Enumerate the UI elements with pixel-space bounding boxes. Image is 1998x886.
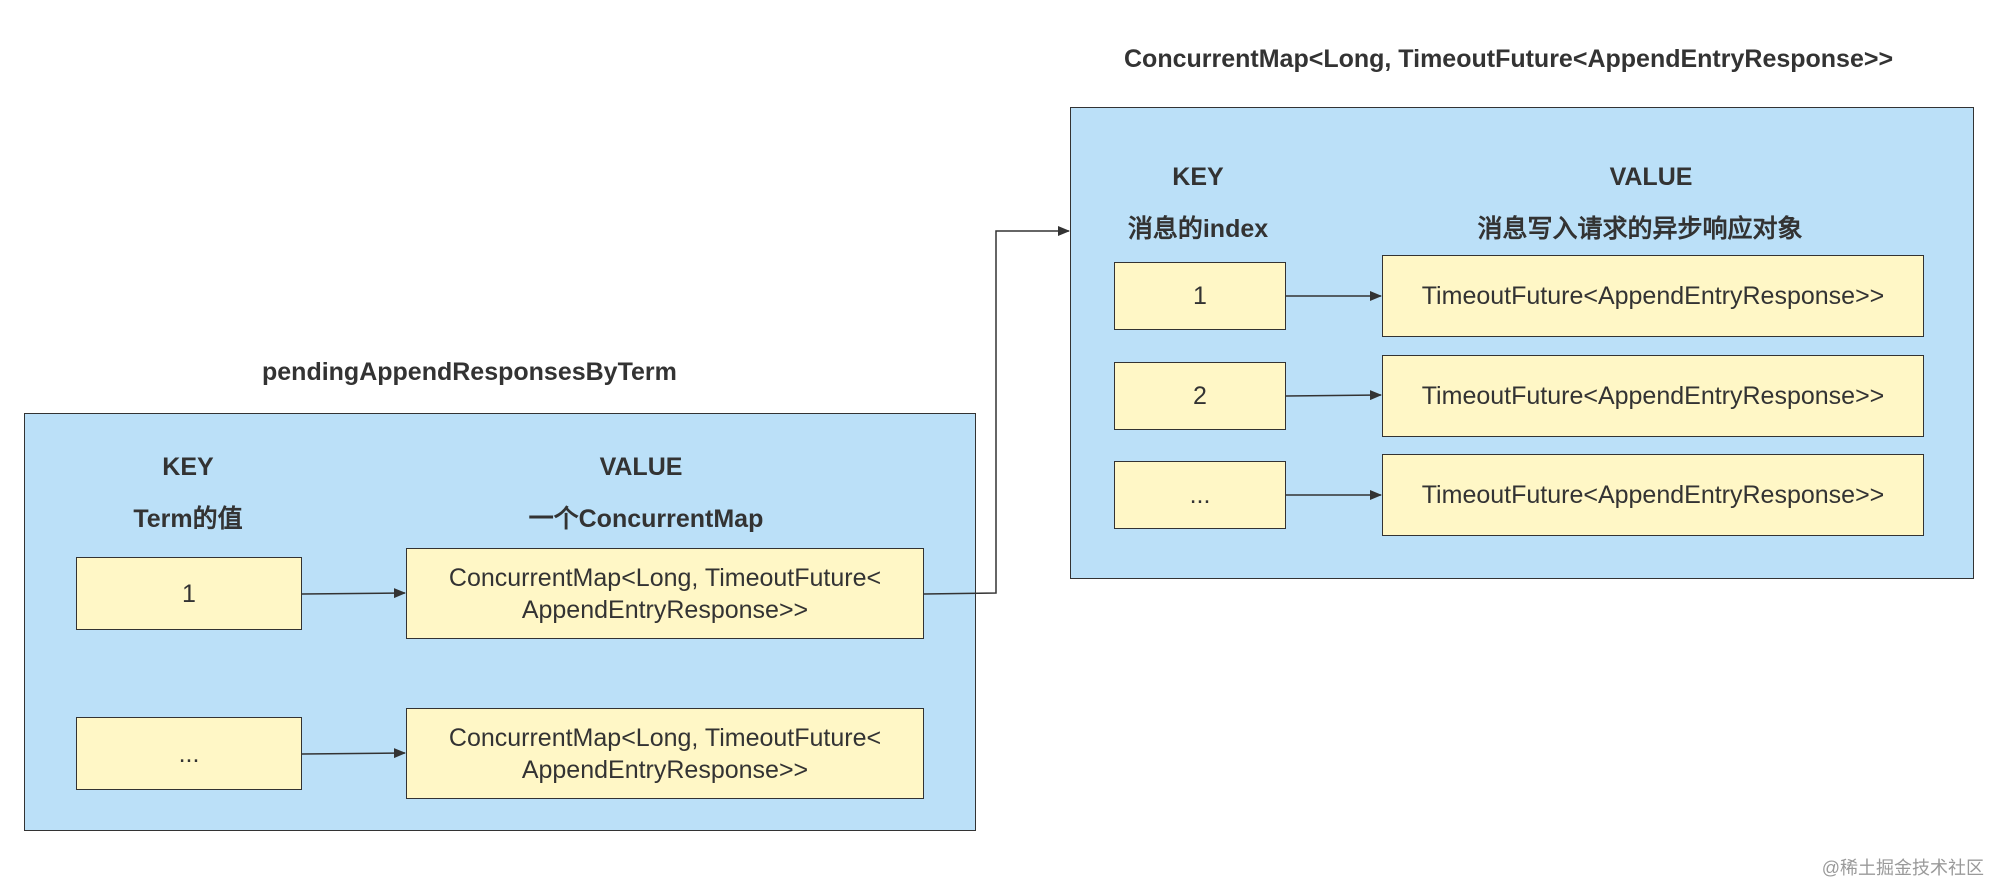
left-key-cell-2: ... [76, 717, 302, 790]
right-map-title: ConcurrentMap<Long, TimeoutFuture<Append… [1124, 45, 1894, 73]
right-value-header: VALUE [1609, 163, 1693, 191]
right-value-cell-1: TimeoutFuture<AppendEntryResponse>> [1382, 255, 1924, 337]
left-key-cell-label: 1 [182, 579, 196, 608]
left-value-cell-line1: ConcurrentMap<Long, TimeoutFuture< [448, 563, 882, 592]
left-map-title: pendingAppendResponsesByTerm [262, 358, 677, 386]
right-value-subheader: 消息写入请求的异步响应对象 [1477, 215, 1803, 243]
left-row-2-arrow [301, 748, 406, 759]
right-value-cell-2: TimeoutFuture<AppendEntryResponse>> [1382, 355, 1924, 437]
left-row-1-arrow [301, 588, 406, 599]
right-key-header: KEY [1172, 163, 1224, 191]
watermark: @稀土掘金技术社区 [1821, 858, 1984, 878]
left-value-cell-line1: ConcurrentMap<Long, TimeoutFuture< [448, 723, 882, 752]
right-value-cell-3: TimeoutFuture<AppendEntryResponse>> [1382, 454, 1924, 536]
right-value-cell-label: TimeoutFuture<AppendEntryResponse>> [1421, 481, 1885, 509]
right-key-cell-2: 2 [1114, 362, 1286, 430]
right-key-cell-label: ... [1189, 481, 1211, 509]
map-link-arrow [923, 226, 1070, 595]
left-key-cell-1: 1 [76, 557, 302, 630]
right-key-cell-1: 1 [1114, 262, 1286, 330]
right-row-2-arrow [1285, 390, 1382, 401]
right-key-cell-3: ... [1114, 461, 1286, 529]
left-key-header: KEY [162, 453, 214, 481]
left-key-subheader: Term的值 [133, 505, 243, 533]
left-value-header: VALUE [599, 453, 683, 481]
right-key-cell-label: 2 [1193, 382, 1207, 410]
left-value-subheader: 一个ConcurrentMap [528, 505, 764, 533]
right-key-subheader: 消息的index [1127, 215, 1269, 243]
left-value-cell-line2: AppendEntryResponse>> [521, 755, 809, 784]
left-value-cell-2: ConcurrentMap<Long, TimeoutFuture< Appen… [406, 708, 924, 799]
left-value-cell-line2: AppendEntryResponse>> [521, 595, 809, 624]
right-key-cell-label: 1 [1193, 282, 1207, 310]
left-value-cell-1: ConcurrentMap<Long, TimeoutFuture< Appen… [406, 548, 924, 639]
right-value-cell-label: TimeoutFuture<AppendEntryResponse>> [1421, 282, 1885, 310]
right-value-cell-label: TimeoutFuture<AppendEntryResponse>> [1421, 382, 1885, 410]
left-key-cell-label: ... [178, 739, 200, 768]
